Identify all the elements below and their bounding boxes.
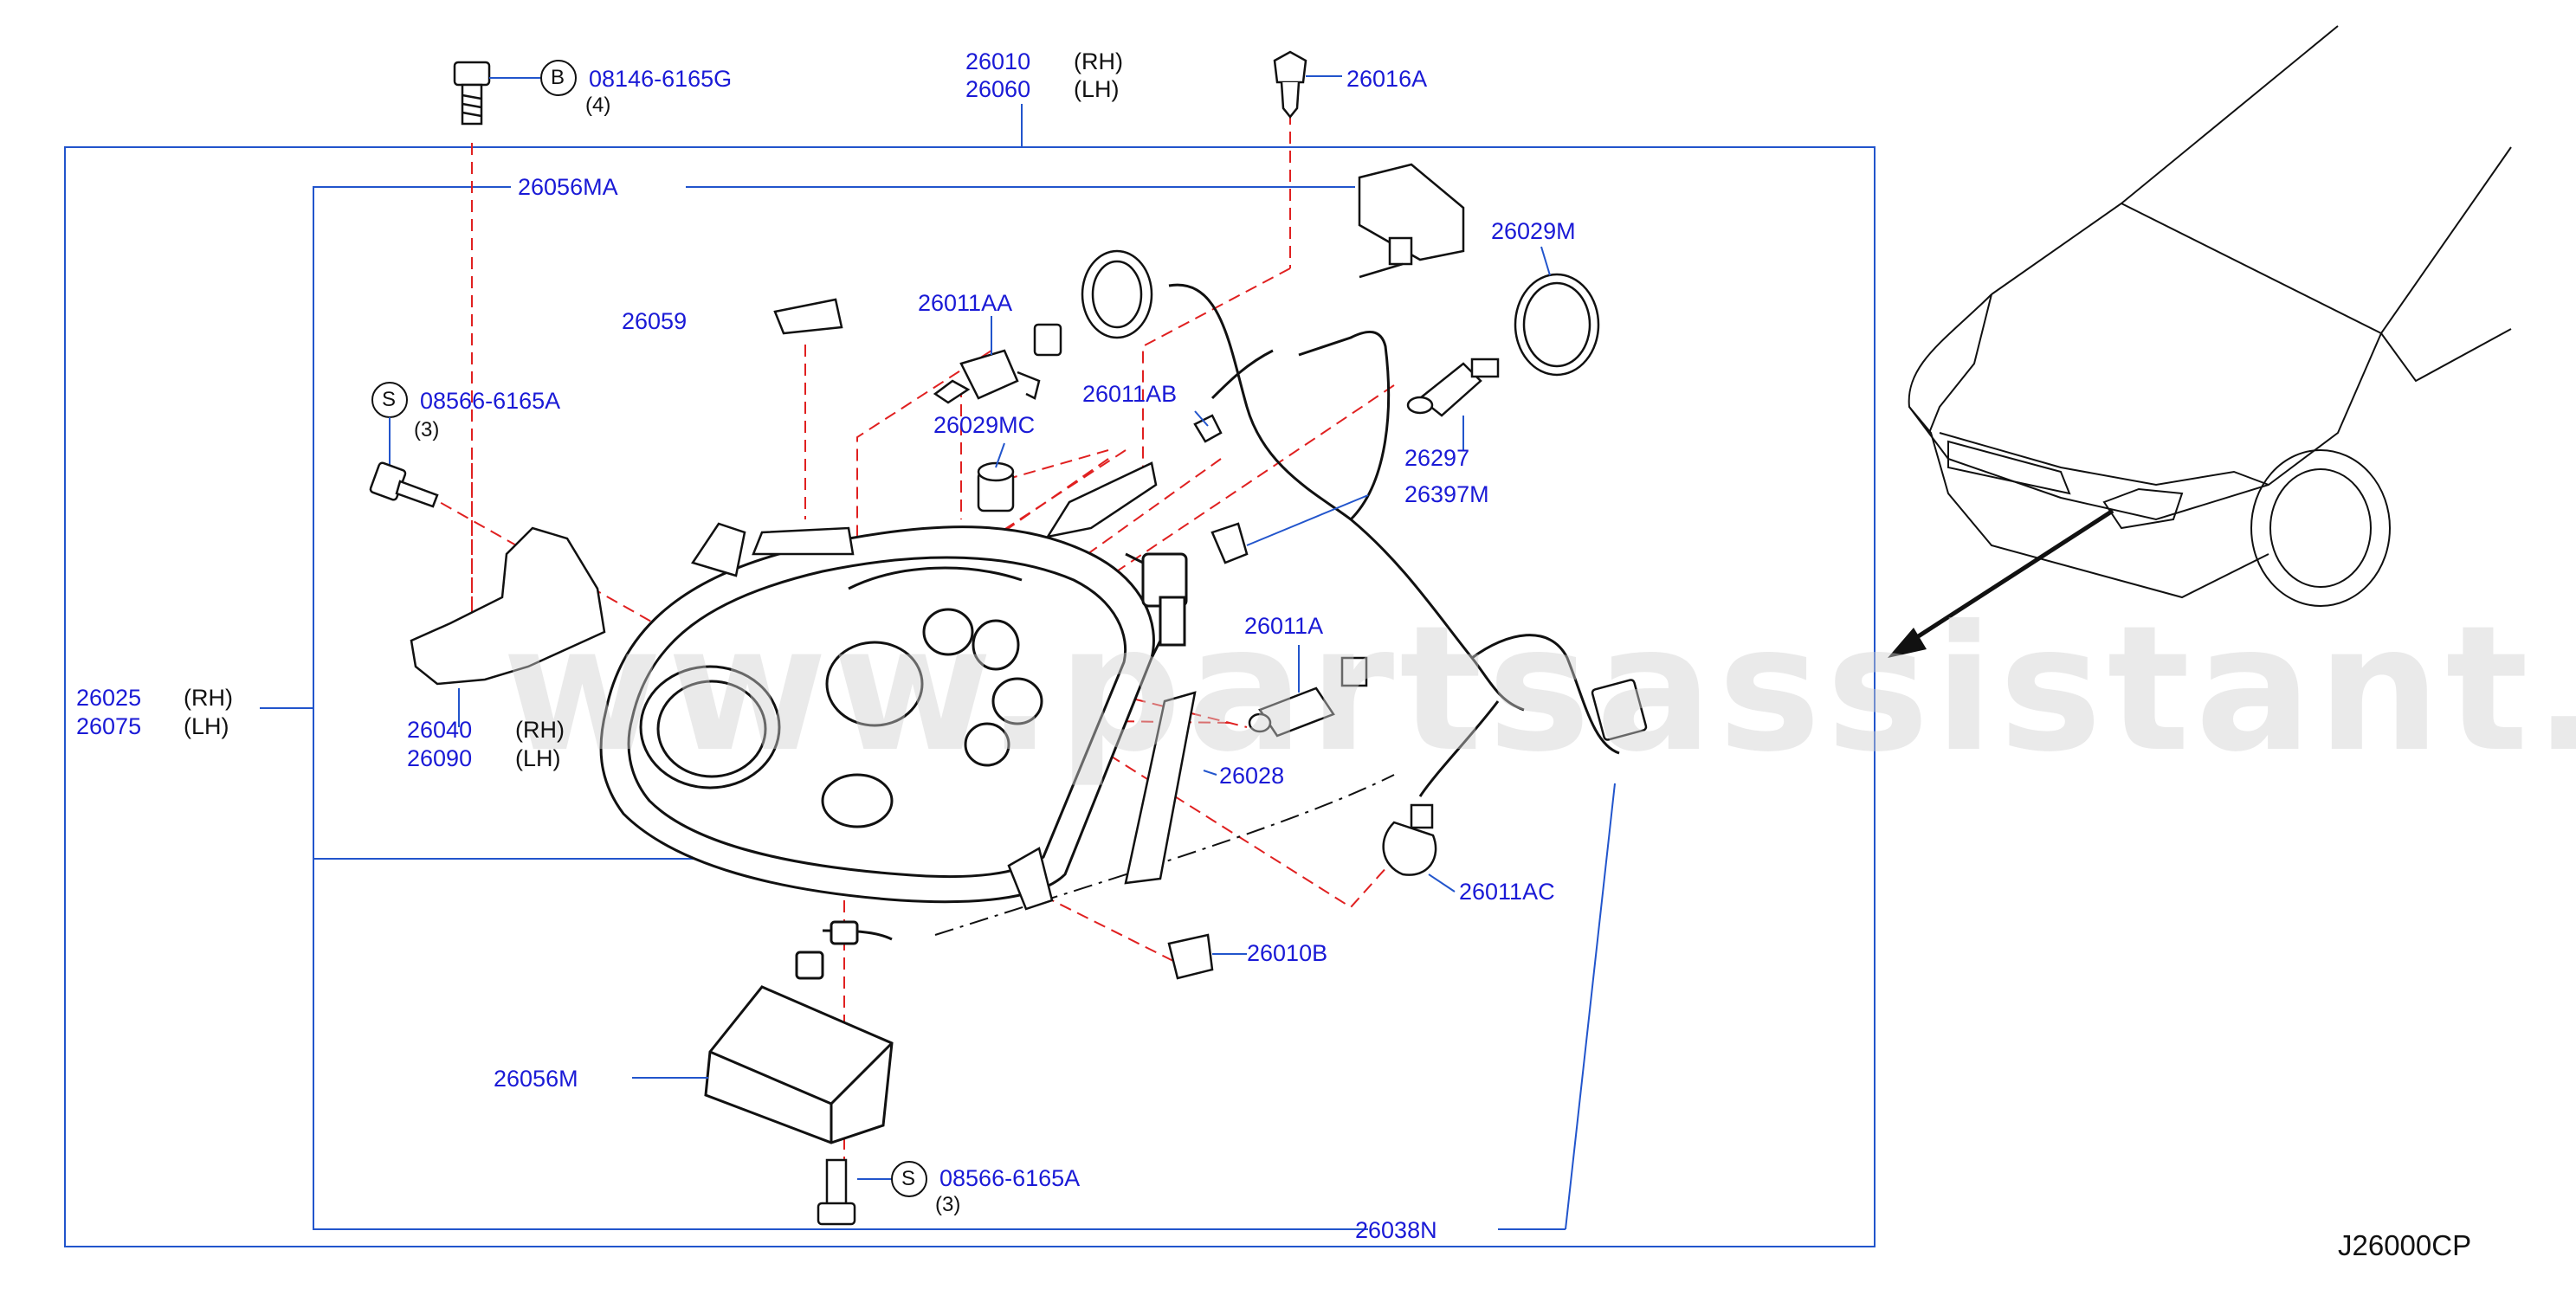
- bulb-26011AB: [1193, 414, 1223, 443]
- lens-cover-26059: [773, 298, 843, 335]
- label-08566-6165A-top: 08566-6165A: [420, 388, 561, 414]
- headlamp-housing: [599, 525, 1188, 904]
- dash-dot-wire: [934, 774, 1395, 936]
- pointer-arrow-head: [1888, 628, 1927, 658]
- label-26016A: 26016A: [1346, 66, 1428, 92]
- label-26056M: 26056M: [494, 1066, 578, 1092]
- label-26025: 26025: [76, 685, 142, 711]
- label-26075-lh: (LH): [184, 713, 229, 739]
- label-08146-qty: (4): [585, 93, 611, 117]
- inner-bracket: [260, 186, 1616, 1230]
- label-08146-6165G: 08146-6165G: [589, 66, 733, 92]
- label-26010B: 26010B: [1247, 940, 1328, 966]
- bolt-08146: [453, 61, 491, 126]
- b-mark-letter: B: [551, 66, 565, 89]
- label-26090-lh: (LH): [515, 745, 561, 771]
- label-26040-rh: (RH): [515, 717, 565, 743]
- label-26060: 26060: [965, 76, 1031, 102]
- s-mark-letter-top: S: [382, 388, 397, 411]
- vehicle-outline: [1908, 25, 2512, 607]
- bulb-socket-ring: [1033, 249, 1153, 357]
- b-mark-circle: [540, 60, 577, 96]
- label-26090: 26090: [407, 745, 473, 771]
- bulb-26011AC: [1382, 803, 1437, 876]
- label-26040: 26040: [407, 717, 473, 743]
- label-26075: 26075: [76, 713, 142, 739]
- s-mark-letter-bottom: S: [901, 1167, 916, 1190]
- housing-mount-tabs: [691, 461, 1158, 911]
- assembly-frame: [64, 146, 1876, 1247]
- label-26029M: 26029M: [1491, 218, 1576, 244]
- label-26028: 26028: [1219, 763, 1285, 789]
- bracket-26040: [410, 526, 606, 686]
- label-26010: 26010: [965, 48, 1031, 74]
- label-26010-rh: (RH): [1074, 48, 1123, 74]
- label-26025-rh: (RH): [184, 685, 233, 711]
- screw-08566-top: [369, 461, 439, 508]
- watermark-text: www.partsassistant.com: [502, 589, 2576, 790]
- diagram-code: J26000CP: [2338, 1229, 2472, 1261]
- ballast-26056M: [704, 920, 894, 1144]
- label-26397M: 26397M: [1404, 481, 1489, 507]
- label-26038N: 26038N: [1355, 1217, 1437, 1243]
- pointer-arrow-line: [1903, 508, 2114, 648]
- igniter-26056MA: [1358, 163, 1465, 279]
- screw-08566-bottom: [817, 1158, 856, 1226]
- label-26011AB: 26011AB: [1082, 381, 1178, 407]
- harness-connector-right: [1591, 679, 1648, 741]
- label-26011A: 26011A: [1244, 613, 1324, 639]
- label-26297: 26297: [1404, 445, 1470, 471]
- clip-26016A: [1273, 50, 1307, 119]
- bulb-26011A: [1248, 656, 1368, 738]
- grommet-26397M: [1211, 522, 1249, 564]
- label-08566-6165A-bottom: 08566-6165A: [939, 1165, 1081, 1191]
- s-mark-circle-bottom: [891, 1161, 927, 1197]
- socket-26029MC: [977, 461, 1015, 512]
- label-26059: 26059: [622, 308, 688, 334]
- label-08566-qty-top: (3): [414, 418, 440, 441]
- bulb-26297: [1406, 358, 1500, 417]
- clip-26010B: [1167, 933, 1214, 980]
- label-26011AC: 26011AC: [1459, 879, 1555, 905]
- label-26011AA: 26011AA: [918, 290, 1013, 316]
- label-26056MA: 26056MA: [518, 174, 618, 200]
- bulb-26011AA: [933, 349, 1041, 404]
- seal-26029M: [1514, 273, 1600, 377]
- label-26029MC: 26029MC: [933, 412, 1036, 438]
- label-26060-lh: (LH): [1074, 76, 1120, 102]
- reflector-strip-26028: [1124, 691, 1197, 885]
- label-08566-qty-bottom: (3): [935, 1193, 961, 1216]
